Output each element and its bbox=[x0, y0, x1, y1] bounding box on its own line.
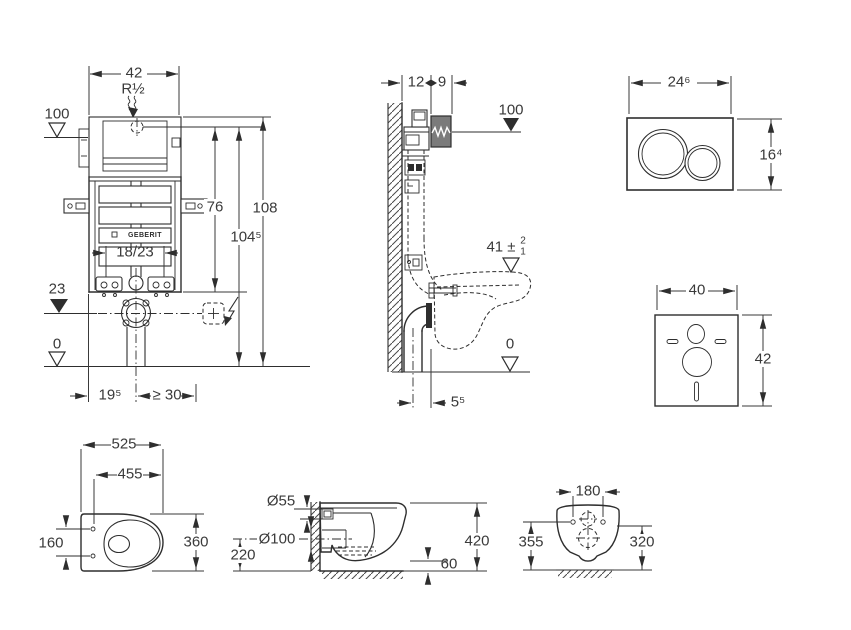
brand-label: GEBERIT bbox=[128, 232, 162, 239]
dim-plate-offset: 9 bbox=[438, 74, 446, 91]
wc-pan-top-view: 525 455 160 360 bbox=[38, 436, 211, 572]
dim-plate-width: 24⁶ bbox=[668, 74, 691, 91]
pan-back-outline bbox=[556, 504, 620, 562]
mat-outlet-hole bbox=[682, 347, 712, 377]
wc-pan-dashed-outline bbox=[433, 271, 532, 350]
dim-actuator-height: 104⁵ bbox=[230, 229, 261, 246]
dim-depth: 12 bbox=[408, 74, 425, 91]
dim-pan-length: 525 bbox=[111, 436, 136, 453]
brand-logo-icon bbox=[111, 231, 118, 238]
floor-hatch bbox=[322, 571, 403, 579]
dim-plate-height: 16⁴ bbox=[759, 147, 782, 164]
level-100-label: 100 bbox=[44, 106, 69, 123]
bowl-rim bbox=[103, 519, 161, 568]
dim-outlet-offset: 18/23 bbox=[116, 244, 154, 261]
level-marker-open bbox=[501, 257, 521, 274]
dim-pan-top: 41 ± bbox=[486, 239, 515, 256]
tolerance-plus: 2 bbox=[520, 236, 526, 247]
electrical-connection-icon bbox=[224, 296, 239, 326]
sound-insulation-mat-drawing: 40 42 bbox=[654, 282, 777, 407]
dim-mat-width: 40 bbox=[689, 282, 706, 299]
level-plate-label: 100 bbox=[498, 102, 523, 119]
pan-outline bbox=[80, 513, 164, 572]
wall-bracket-right bbox=[180, 198, 208, 214]
wall-hatch bbox=[311, 502, 320, 571]
dim-height-holes: 355 bbox=[518, 534, 543, 551]
dim-hole-spacing: 180 bbox=[575, 483, 600, 500]
dim-outlet-x: 19⁵ bbox=[99, 387, 122, 404]
dim-diamond-mark bbox=[425, 79, 437, 87]
dim-depth-to-holes: 455 bbox=[117, 466, 142, 483]
dim-outlet-wall: 5⁵ bbox=[451, 394, 466, 411]
spring-icon bbox=[431, 125, 451, 139]
wc-pan-side-view: Ø55 Ø100 220 420 60 bbox=[228, 493, 493, 585]
flush-button-large bbox=[637, 128, 689, 180]
tolerance-minus: 1 bbox=[520, 247, 526, 258]
level-marker-open bbox=[47, 122, 67, 139]
flush-button-small bbox=[684, 144, 721, 182]
dim-mat-height: 42 bbox=[755, 351, 772, 368]
bowl-drain bbox=[107, 534, 131, 554]
dim-hole-spacing: 160 bbox=[38, 535, 63, 552]
electrical-box-mark bbox=[202, 302, 225, 325]
wall-bracket-left bbox=[63, 198, 90, 214]
level-marker-open bbox=[500, 356, 520, 373]
level-marker-filled bbox=[50, 299, 68, 313]
pan-profile bbox=[319, 502, 407, 562]
wc-pan-back-view: 180 355 320 bbox=[517, 483, 657, 578]
floor-hatch bbox=[558, 570, 612, 578]
dim-floor-gap: 60 bbox=[441, 556, 458, 573]
dim-side-min: ≥ 30 bbox=[152, 387, 181, 404]
label-water-connection: R½ bbox=[121, 81, 145, 98]
dim-inlet-dia: Ø55 bbox=[267, 493, 295, 510]
flush-plate-drawing: 24⁶ 16⁴ bbox=[626, 74, 787, 191]
dim-outlet-height: 220 bbox=[230, 547, 255, 564]
dim-outlet-dia: Ø100 bbox=[259, 531, 296, 548]
dim-height-outlet: 320 bbox=[629, 534, 654, 551]
level-floor-label: 0 bbox=[53, 336, 61, 353]
level-marker-open bbox=[47, 351, 67, 368]
dim-outlet-height: 23 bbox=[49, 281, 66, 298]
inlet-socket bbox=[321, 508, 334, 520]
mat-inlet-hole bbox=[687, 324, 705, 344]
level-floor-label: 0 bbox=[506, 336, 514, 353]
level-marker-filled bbox=[503, 118, 519, 132]
dim-pan-width: 360 bbox=[183, 534, 208, 551]
cistern-front-view: 42 R½ 100 bbox=[44, 65, 310, 404]
dim-connection-height: 76 bbox=[207, 199, 224, 216]
dim-total-height: 108 bbox=[252, 200, 277, 217]
flush-actuator-box bbox=[430, 115, 452, 148]
installation-side-view: 12 9 100 bbox=[381, 74, 532, 411]
dim-pan-height: 420 bbox=[464, 533, 489, 550]
dim-frame-width: 42 bbox=[126, 65, 143, 82]
outlet-connector bbox=[426, 303, 432, 328]
sound-mat bbox=[654, 314, 739, 407]
water-supply-icon bbox=[127, 95, 138, 118]
wall-hatch bbox=[388, 103, 402, 372]
